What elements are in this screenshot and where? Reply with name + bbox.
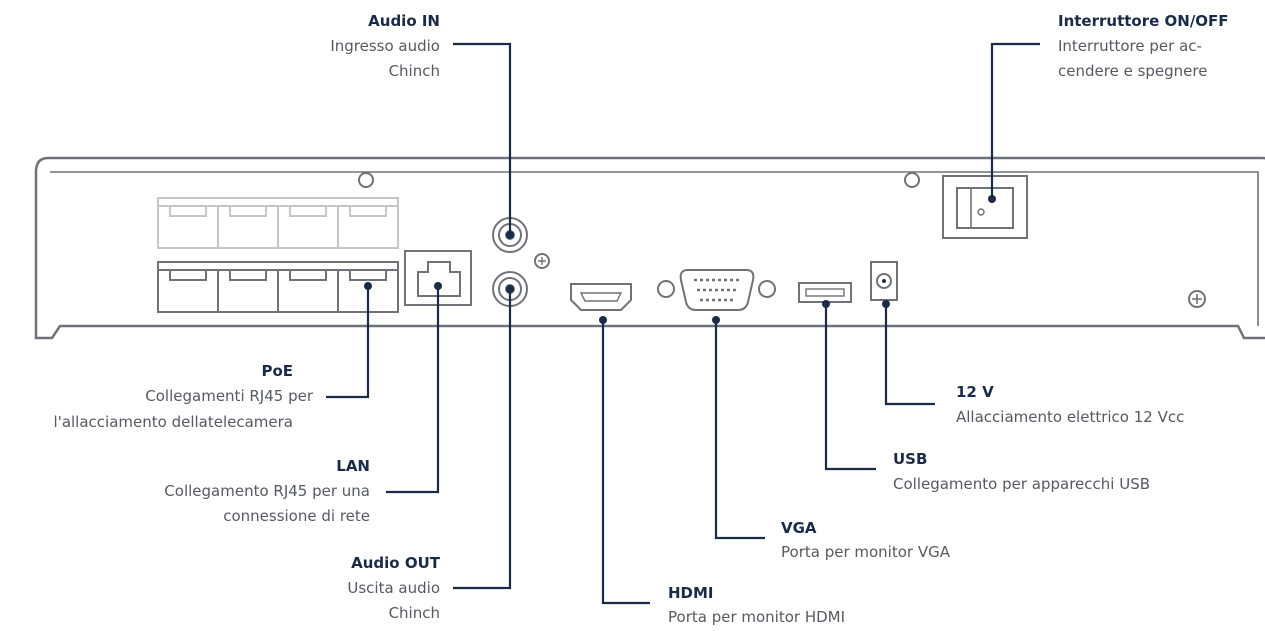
leader-lines xyxy=(326,42,1040,605)
mounting-hole-left xyxy=(358,172,374,188)
device-rear-panel xyxy=(34,156,1265,340)
mounting-hole-right xyxy=(904,172,920,188)
callout-line: Porta per monitor HDMI xyxy=(668,608,845,626)
callout-12v: 12 V Allacciamento elettrico 12 Vcc xyxy=(956,383,1184,426)
callout-vga: VGA Porta per monitor VGA xyxy=(781,519,951,561)
callout-title: Interruttore ON/OFF xyxy=(1058,12,1229,30)
callout-line: Collegamenti RJ45 per xyxy=(145,387,314,405)
callout-line: Uscita audio xyxy=(347,579,440,597)
poe-ports-bottom-row xyxy=(157,261,399,313)
poe-ports-top-row xyxy=(157,197,399,249)
callout-title: HDMI xyxy=(668,584,714,602)
callout-title: PoE xyxy=(261,362,293,380)
callout-line: Ingresso audio xyxy=(330,37,440,55)
callout-line: Porta per monitor VGA xyxy=(781,543,951,561)
hdmi-port xyxy=(570,283,632,311)
callout-line: Allacciamento elettrico 12 Vcc xyxy=(956,408,1184,426)
callout-title: 12 V xyxy=(956,383,994,401)
callout-line: connessione di rete xyxy=(223,507,370,525)
callout-title: Audio IN xyxy=(368,12,440,30)
leader-audio-in xyxy=(453,42,512,235)
dc-power-jack xyxy=(870,261,898,301)
callout-title: VGA xyxy=(781,519,817,537)
callout-line: Collegamento RJ45 per una xyxy=(164,482,370,500)
leader-hdmi xyxy=(601,320,650,605)
screw-icon xyxy=(1188,290,1206,308)
callout-poe: PoE Collegamenti RJ45 per l'allacciament… xyxy=(54,362,314,431)
callout-audio-out: Audio OUT Uscita audio Chinch xyxy=(347,554,440,622)
leader-switch xyxy=(990,42,1040,199)
callout-line: Chinch xyxy=(389,604,440,622)
leader-vga xyxy=(714,320,765,540)
callout-title: USB xyxy=(893,450,927,468)
ground-symbol-icon xyxy=(534,253,550,269)
callout-usb: USB Collegamento per apparecchi USB xyxy=(893,450,1150,493)
usb-port xyxy=(798,282,852,303)
callout-line: Interruttore per ac- xyxy=(1058,37,1202,55)
callout-line: Collegamento per apparecchi USB xyxy=(893,475,1150,493)
vga-port xyxy=(657,269,776,311)
callout-lan: LAN Collegamento RJ45 per una connession… xyxy=(164,457,370,525)
leader-12v xyxy=(884,304,935,406)
callout-switch: Interruttore ON/OFF Interruttore per ac-… xyxy=(1058,12,1229,80)
callout-line: Chinch xyxy=(389,62,440,80)
leader-lan xyxy=(386,286,440,494)
callout-audio-in: Audio IN Ingresso audio Chinch xyxy=(330,12,440,80)
callout-title: Audio OUT xyxy=(351,554,441,572)
leader-audio-out xyxy=(453,289,512,590)
callout-line: cendere e spegnere xyxy=(1058,62,1207,80)
callout-hdmi: HDMI Porta per monitor HDMI xyxy=(668,584,845,626)
leader-usb xyxy=(824,304,876,471)
power-switch xyxy=(942,175,1028,239)
leader-poe xyxy=(326,286,370,399)
callout-line: l'allacciamento dellatelecamera xyxy=(54,413,293,431)
callout-title: LAN xyxy=(336,457,370,475)
